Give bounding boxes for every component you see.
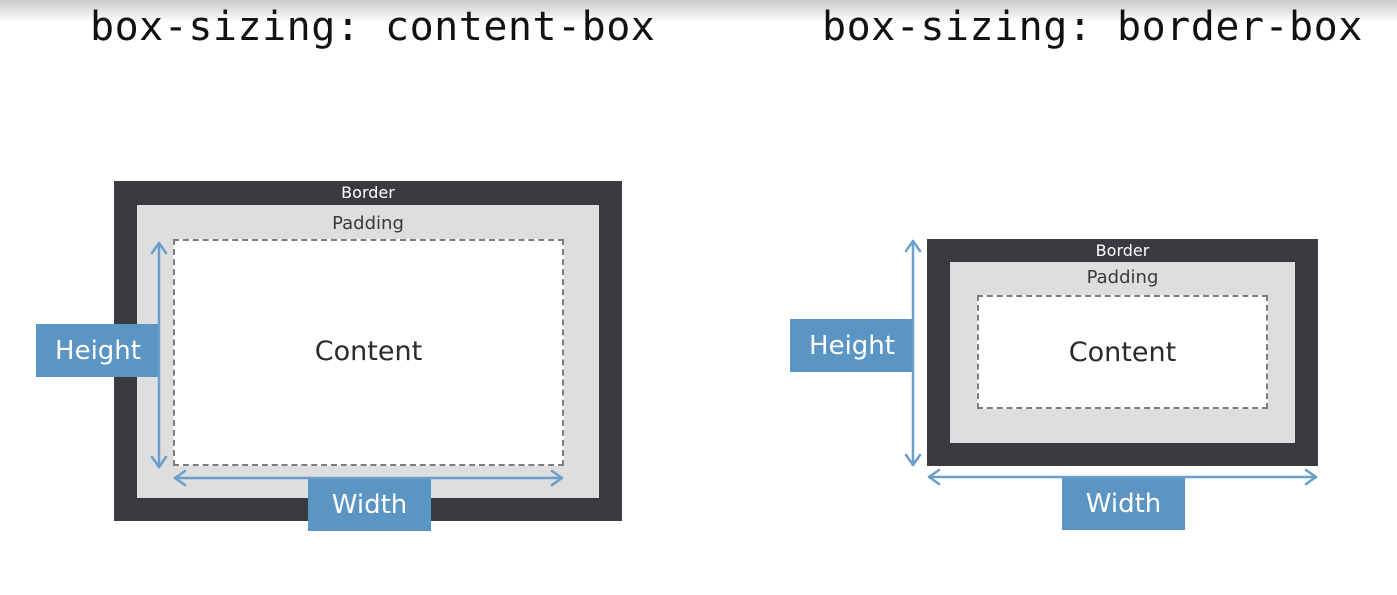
right-height-arrow [904,239,922,467]
border-label: Border [341,183,395,202]
border-label: Border [1095,241,1150,260]
height-tag: Height [36,324,160,377]
content-label: Content [314,336,423,367]
padding-label: Padding [332,213,404,234]
padding-label: Padding [1086,267,1159,288]
border-box-title: box-sizing: border-box [822,4,1363,50]
height-tag: Height [790,319,914,372]
content-box-title: box-sizing: content-box [90,4,656,50]
content-label: Content [1068,337,1177,368]
left-width-arrow [173,469,564,487]
right-width-arrow [927,468,1318,486]
width-tag: Width [308,478,431,531]
content-area [977,295,1268,409]
width-tag: Width [1062,477,1185,530]
content-area [173,239,564,466]
top-shadow [0,0,1397,22]
left-height-arrow [150,241,168,469]
